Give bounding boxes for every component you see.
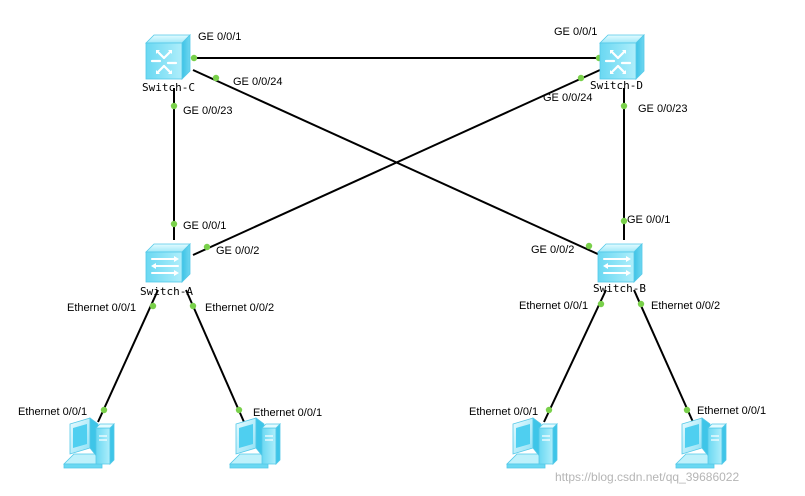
switch-d-name: Switch-D (590, 79, 643, 92)
port-label-c-ge0023: GE 0/0/23 (183, 105, 233, 117)
pc-icon (229, 417, 281, 469)
port-label-b-ge001: GE 0/0/1 (627, 214, 670, 226)
port-dot-b-eth002 (637, 300, 645, 308)
link-switch-b-pc3 (543, 289, 607, 423)
pc-3[interactable] (506, 417, 558, 469)
port-label-b-eth002: Ethernet 0/0/2 (651, 300, 720, 312)
pc-4[interactable] (675, 417, 727, 469)
port-label-b-ge002: GE 0/0/2 (531, 244, 574, 256)
port-dot-pc4-eth (683, 406, 691, 414)
core-switch-icon (144, 33, 192, 81)
port-label-pc1-eth: Ethernet 0/0/1 (18, 406, 87, 418)
port-dot-c-ge001 (190, 54, 198, 62)
switch-a-name: Switch-A (140, 285, 193, 298)
port-indicators (100, 54, 691, 414)
links (97, 57, 694, 423)
port-label-c-ge001: GE 0/0/1 (198, 31, 241, 43)
link-switch-a-pc2 (185, 289, 245, 423)
port-label-pc2-eth: Ethernet 0/0/1 (253, 407, 322, 419)
port-label-d-ge0023: GE 0/0/23 (638, 103, 688, 115)
port-label-b-eth001: Ethernet 0/0/1 (519, 300, 588, 312)
core-switch-icon (598, 33, 646, 81)
pc-2[interactable] (229, 417, 281, 469)
port-dot-a-eth002 (189, 302, 197, 310)
pc-icon (506, 417, 558, 469)
port-label-pc3-eth: Ethernet 0/0/1 (469, 406, 538, 418)
port-dot-c-ge0024 (212, 74, 220, 82)
port-dot-b-ge001 (620, 217, 628, 225)
port-label-a-eth002: Ethernet 0/0/2 (205, 302, 274, 314)
port-label-c-ge0024: GE 0/0/24 (233, 76, 283, 88)
port-label-a-eth001: Ethernet 0/0/1 (67, 302, 136, 314)
access-switch-icon (597, 243, 643, 283)
switch-a[interactable] (145, 243, 191, 283)
switch-b-name: Switch-B (593, 282, 646, 295)
switch-c-name: Switch-C (142, 81, 195, 94)
port-dot-pc3-eth (545, 406, 553, 414)
port-label-a-ge002: GE 0/0/2 (216, 245, 259, 257)
pc-1[interactable] (63, 417, 115, 469)
pc-icon (675, 417, 727, 469)
port-dot-a-eth001 (149, 302, 157, 310)
port-label-d-ge001: GE 0/0/1 (554, 26, 597, 38)
port-dot-a-ge002 (203, 243, 211, 251)
port-dot-d-ge0023 (620, 102, 628, 110)
port-dot-a-ge001 (170, 220, 178, 228)
port-dot-b-ge002 (585, 242, 593, 250)
pc-icon (63, 417, 115, 469)
port-label-a-ge001: GE 0/0/1 (183, 220, 226, 232)
port-dot-pc1-eth (100, 406, 108, 414)
port-dot-c-ge0023 (170, 102, 178, 110)
port-dot-b-eth001 (597, 300, 605, 308)
link-switch-d-switch-a (192, 69, 601, 256)
port-label-pc4-eth: Ethernet 0/0/1 (697, 405, 766, 417)
switch-b[interactable] (597, 243, 643, 283)
port-label-d-ge0024: GE 0/0/24 (543, 92, 593, 104)
port-dot-pc2-eth (235, 406, 243, 414)
link-switch-b-pc4 (633, 289, 694, 423)
switch-d[interactable] (598, 33, 646, 81)
switch-c[interactable] (144, 33, 192, 81)
port-dot-d-ge0024 (577, 74, 585, 82)
watermark: https://blog.csdn.net/qq_39686022 (555, 470, 739, 484)
link-switch-a-pc1 (97, 289, 159, 423)
access-switch-icon (145, 243, 191, 283)
